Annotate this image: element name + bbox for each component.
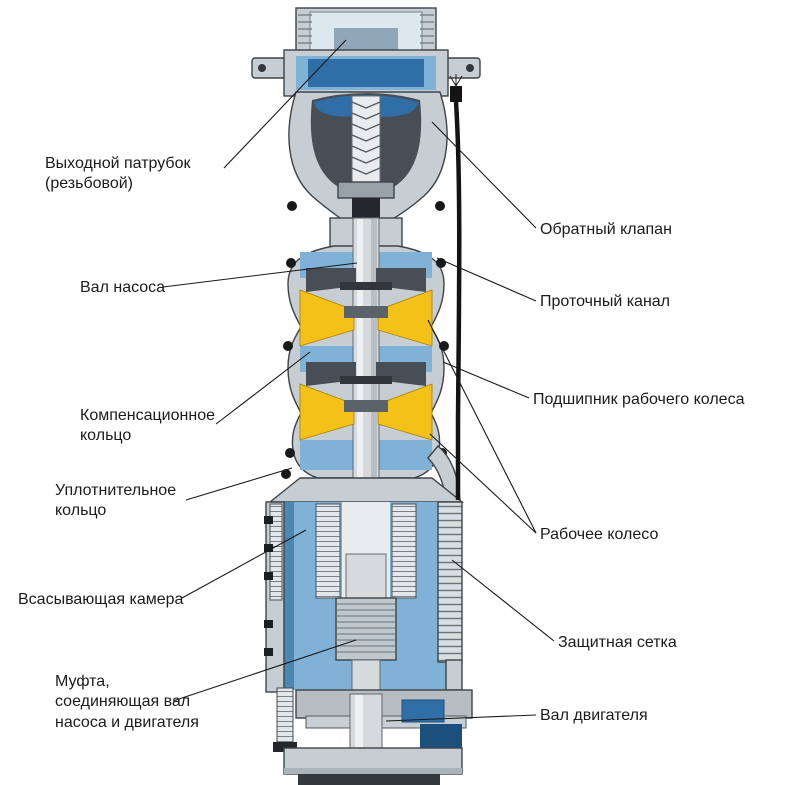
label-seal-ring: Уплотнительное кольцо	[55, 482, 177, 520]
leader-impeller-bearing	[442, 361, 530, 399]
leader-impeller-top	[427, 319, 537, 534]
leader-compensation-ring	[215, 351, 311, 425]
coupling	[335, 597, 397, 661]
flange	[251, 49, 481, 97]
leader-protective-mesh	[451, 559, 555, 642]
leader-pump-shaft	[162, 262, 358, 288]
leader-impeller-bottom	[429, 433, 537, 534]
motor-section	[273, 659, 473, 785]
label-check-valve: Обратный клапан	[540, 221, 672, 238]
impeller-top	[299, 289, 355, 347]
label-flow-channel: Проточный канал	[540, 293, 671, 310]
leader-motor-shaft	[385, 714, 537, 722]
power-cable	[449, 74, 463, 500]
leader-outlet-pipe	[223, 39, 347, 169]
label-suction-chamber: Всасывающая камера	[18, 591, 184, 608]
leader-flow-channel	[436, 257, 537, 302]
leader-suction-chamber	[181, 529, 307, 599]
impeller-bottom	[299, 383, 355, 441]
label-coupling: Муфта, соединяющая вал насоса и двигател…	[55, 673, 199, 731]
check-valve	[288, 91, 448, 249]
stage-internals	[299, 268, 433, 441]
leader-seal-ring	[185, 467, 293, 501]
label-outlet-pipe: Выходной патрубок (резьбовой)	[45, 155, 191, 193]
label-impeller-bearing: Подшипник рабочего колеса	[533, 391, 745, 408]
label-impeller: Рабочее колесо	[540, 526, 659, 543]
leader-coupling	[172, 639, 357, 702]
valve-spring	[351, 101, 381, 175]
suction-chamber	[264, 445, 464, 693]
leader-lines	[162, 39, 555, 722]
leader-check-valve	[431, 121, 537, 229]
label-motor-shaft: Вал двигателя	[540, 707, 648, 724]
label-protective-mesh: Защитная сетка	[558, 634, 677, 651]
label-pump-shaft: Вал насоса	[80, 279, 166, 296]
impeller-bottom-right	[377, 383, 433, 441]
impeller-bearing-bottom	[344, 400, 388, 412]
protective-mesh	[437, 501, 463, 691]
impeller-bearing-top	[344, 306, 388, 318]
label-compensation-ring: Компенсационное кольцо	[80, 407, 215, 445]
